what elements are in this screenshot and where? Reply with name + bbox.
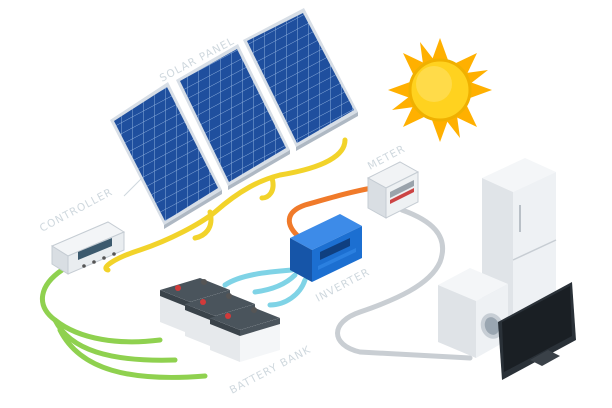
cable-meter-to-appliances — [335, 207, 473, 361]
cable-panels-to-controller — [103, 137, 348, 273]
cable-cyan-3 — [222, 267, 295, 288]
inverter — [290, 214, 362, 282]
television — [498, 282, 576, 380]
solar-panel — [110, 82, 222, 229]
sun-icon — [388, 38, 492, 142]
solar-panel-array — [110, 8, 358, 229]
battery — [210, 306, 280, 362]
cable-cyan-2 — [267, 277, 308, 308]
cable-batteries-to-inverter — [252, 272, 298, 295]
charge-controller — [50, 221, 126, 275]
washing-machine — [438, 268, 508, 358]
cables — [39, 137, 473, 380]
cable-panel-drop-1 — [192, 209, 214, 241]
cable-panel-drop-2 — [259, 175, 276, 201]
battery-bank — [160, 278, 280, 362]
controller-leader-line — [123, 177, 143, 197]
cable-green-3 — [57, 327, 208, 380]
meter — [366, 161, 420, 219]
solar-panel — [176, 44, 290, 190]
cable-inverter-to-meter — [286, 185, 375, 241]
solar-panel — [243, 8, 358, 151]
